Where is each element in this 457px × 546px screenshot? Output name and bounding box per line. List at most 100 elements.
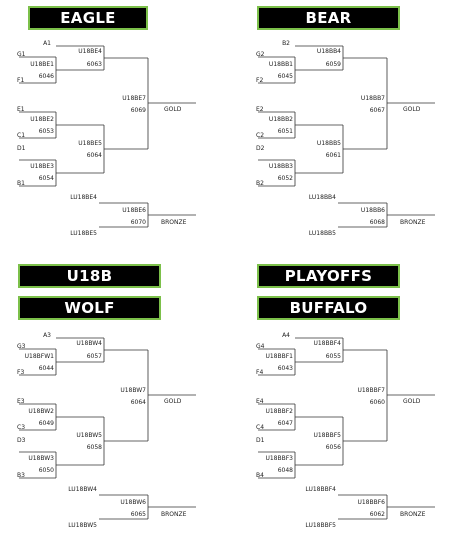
game-number: 6070 [130, 218, 146, 226]
seed-label: E3 [17, 397, 25, 405]
seed-label: B4 [256, 471, 264, 479]
game-number: 6068 [369, 218, 385, 226]
game-number: 6063 [86, 60, 102, 68]
game-number: 6055 [325, 352, 341, 360]
seed-label: C3 [17, 423, 26, 431]
game-name: U18BFW1 [24, 352, 54, 360]
game-number: 6051 [277, 127, 293, 135]
game-number: 6064 [86, 151, 102, 159]
loser-label: LU18BW4 [68, 485, 97, 493]
game-number: 6046 [38, 72, 54, 80]
game-name: U18BB7 [360, 94, 385, 102]
bronze-label: BRONZE [400, 218, 426, 226]
seed-label: E2 [256, 105, 264, 113]
game-number: 6057 [86, 352, 102, 360]
game-number: 6052 [277, 174, 293, 182]
game-name: U18BE4 [78, 47, 102, 55]
bronze-label: BRONZE [161, 510, 187, 518]
bronze-label: BRONZE [161, 218, 187, 226]
game-name: U18BB5 [316, 139, 341, 147]
game-name: U18BB1 [268, 60, 293, 68]
seed-label: G1 [17, 50, 26, 58]
game-name: U18BW4 [76, 339, 102, 347]
seed-label: A4 [282, 331, 290, 339]
game-name: U18BB6 [360, 206, 385, 214]
eagle-title: EAGLE [28, 6, 148, 30]
seed-label: B2 [256, 179, 264, 187]
game-name: U18BBF1 [265, 352, 293, 360]
game-name: U18BE5 [78, 139, 102, 147]
loser-label: LU18BE5 [70, 229, 97, 237]
game-number: 6062 [369, 510, 385, 518]
seed-label: E4 [256, 397, 264, 405]
seed-label: E1 [17, 105, 25, 113]
game-number: 6050 [38, 466, 54, 474]
game-name: U18BE2 [30, 115, 54, 123]
game-number: 6059 [325, 60, 341, 68]
seed-label: D2 [256, 144, 265, 152]
game-name: U18BBF2 [265, 407, 293, 415]
game-number: 6065 [130, 510, 146, 518]
game-number: 6060 [369, 398, 385, 406]
wolf-title: WOLF [18, 296, 161, 320]
game-number: 6045 [277, 72, 293, 80]
game-number: 6058 [86, 443, 102, 451]
game-name: U18BW5 [76, 431, 102, 439]
game-name: U18BE1 [30, 60, 54, 68]
seed-label: C2 [256, 131, 265, 139]
seed-label: F2 [256, 76, 264, 84]
seed-label: B3 [17, 471, 25, 479]
seed-label: A1 [43, 39, 51, 47]
game-name: U18BW3 [28, 454, 54, 462]
game-name: U18BBF4 [313, 339, 341, 347]
game-number: 6061 [325, 151, 341, 159]
game-name: U18BE7 [122, 94, 146, 102]
seed-label: B1 [17, 179, 25, 187]
game-number: 6069 [130, 106, 146, 114]
seed-label: D3 [17, 436, 26, 444]
game-name: U18BW2 [28, 407, 54, 415]
game-number: 6056 [325, 443, 341, 451]
seed-label: C4 [256, 423, 265, 431]
loser-label: LU18BBF4 [305, 485, 336, 493]
seed-label: F4 [256, 368, 264, 376]
seed-label: F3 [17, 368, 25, 376]
game-name: U18BBF3 [265, 454, 293, 462]
game-name: U18BBF6 [357, 498, 385, 506]
loser-label: LU18BE4 [70, 193, 97, 201]
game-name: U18BB3 [268, 162, 293, 170]
loser-label: LU18BW5 [68, 521, 97, 529]
gold-label: GOLD [403, 105, 421, 113]
loser-label: LU18BB5 [308, 229, 336, 237]
game-number: 6048 [277, 466, 293, 474]
gold-label: GOLD [164, 105, 182, 113]
loser-label: LU18BBF5 [305, 521, 336, 529]
seed-label: B2 [282, 39, 290, 47]
game-number: 6067 [369, 106, 385, 114]
seed-label: D1 [17, 144, 26, 152]
seed-label: G3 [17, 342, 26, 350]
game-name: U18BBF5 [313, 431, 341, 439]
seed-label: G4 [256, 342, 265, 350]
seed-label: D1 [256, 436, 265, 444]
u18b-title: U18B [18, 264, 161, 288]
seed-label: G2 [256, 50, 265, 58]
game-name: U18BBF7 [357, 386, 385, 394]
game-number: 6043 [277, 364, 293, 372]
playoffs-title: PLAYOFFS [257, 264, 400, 288]
seed-label: F1 [17, 76, 25, 84]
buffalo-title: BUFFALO [257, 296, 400, 320]
bronze-label: BRONZE [400, 510, 426, 518]
bear-title: BEAR [257, 6, 400, 30]
game-number: 6047 [277, 419, 293, 427]
game-number: 6054 [38, 174, 54, 182]
game-name: U18BB2 [268, 115, 293, 123]
seed-label: C1 [17, 131, 26, 139]
game-number: 6053 [38, 127, 54, 135]
game-number: 6049 [38, 419, 54, 427]
loser-label: LU18BB4 [308, 193, 336, 201]
game-name: U18BW6 [120, 498, 146, 506]
game-name: U18BB4 [316, 47, 341, 55]
gold-label: GOLD [403, 397, 421, 405]
